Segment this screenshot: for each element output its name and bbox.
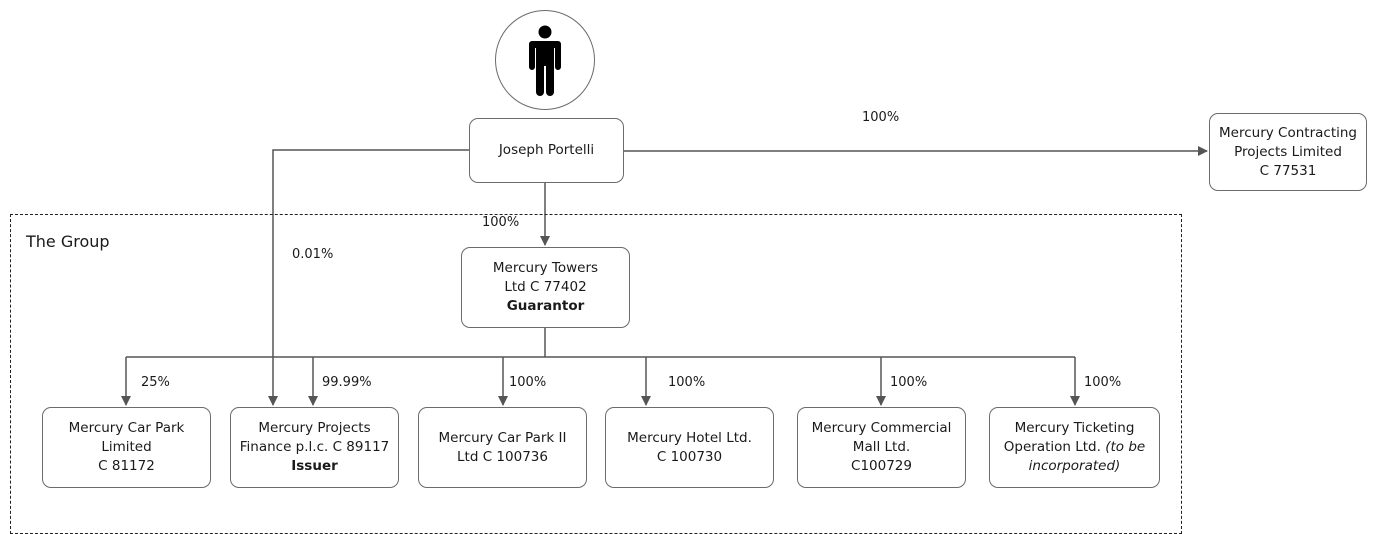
sub-2-line2: Finance p.l.c. C 89117 [239,439,390,455]
sub-3-pct: 100% [509,375,547,390]
external-node: Mercury Contracting Projects Limited C 7… [1209,113,1367,191]
guarantor-line1: Mercury Towers [492,260,599,276]
external-line2: Projects Limited [1234,143,1342,160]
subsidiary-commercial-mall: Mercury Commercial Mall Ltd. C100729 [797,407,966,488]
sub-1-pct: 25% [141,375,170,390]
sub-5-line2: Mall Ltd. [852,439,911,455]
edge-person-issuer [268,149,469,406]
external-line1: Mercury Contracting [1219,124,1357,141]
group-label: The Group [26,232,110,251]
subsidiary-ticketing: Mercury Ticketing Operation Ltd. (to be … [989,407,1160,488]
sub-2-role: Issuer [291,458,338,474]
sub-6-line2b: (to be [1105,439,1146,455]
sub-2-line1: Mercury Projects [258,420,371,436]
guarantor-pct: 100% [482,215,520,230]
sub-6-line2: Operation Ltd. (to be [1004,438,1145,457]
person-avatar [495,10,595,110]
sub-3-line1: Mercury Car Park II [438,429,567,446]
sub-5-line3: C100729 [851,458,912,474]
sub-4-line2: C 100730 [656,448,723,465]
sub-3-line2: Ltd C 100736 [457,448,548,465]
sub-6-line3: incorporated) [1028,458,1121,474]
sub-6-pct: 100% [1084,375,1122,390]
person-node: Joseph Portelli [469,118,624,183]
external-pct: 100% [862,110,900,125]
sub-2-pct: 99.99% [322,375,372,390]
guarantor-line2: Ltd C 77402 [504,279,587,295]
sub-5-pct: 100% [890,375,928,390]
external-line3: C 77531 [1259,162,1317,179]
person-icon [528,25,561,96]
subsidiary-car-park-ii: Mercury Car Park II Ltd C 100736 [418,407,587,488]
sub-5-line1: Mercury Commercial [811,420,952,436]
subsidiary-issuer: Mercury Projects Finance p.l.c. C 89117 … [230,407,399,488]
sub-4-line1: Mercury Hotel Ltd. [627,429,752,446]
subsidiary-car-park: Mercury Car Park Limited C 81172 [42,407,211,488]
sub-1-line2: Limited [101,439,152,455]
connector-lines [121,146,1208,406]
person-name: Joseph Portelli [498,142,595,158]
issuer-direct-pct: 0.01% [292,247,334,262]
sub-6-line2a: Operation Ltd. [1003,439,1101,455]
guarantor-node: Mercury Towers Ltd C 77402 Guarantor [461,247,630,328]
sub-4-pct: 100% [668,375,706,390]
sub-1-line1: Mercury Car Park [68,420,185,436]
sub-6-line1: Mercury Ticketing [1014,420,1135,436]
guarantor-role: Guarantor [506,298,585,314]
subsidiary-hotel: Mercury Hotel Ltd. C 100730 [605,407,774,488]
sub-1-line3: C 81172 [98,458,155,474]
